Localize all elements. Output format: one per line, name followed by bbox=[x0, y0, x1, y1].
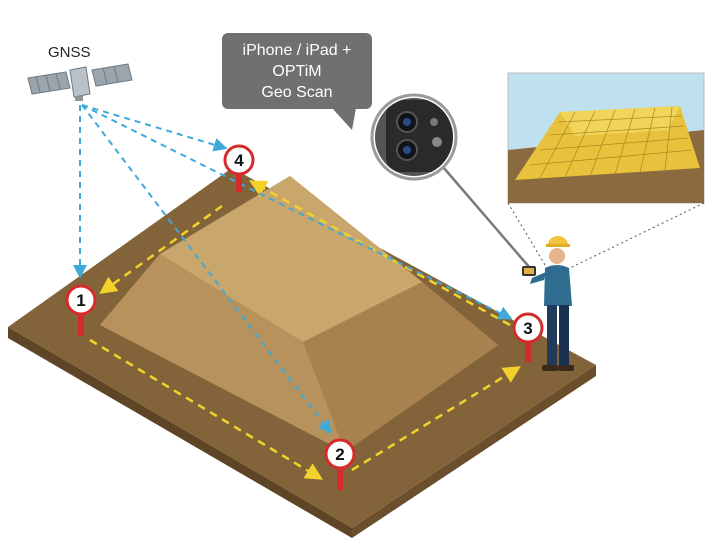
marker-number: 3 bbox=[523, 319, 532, 338]
marker-number: 2 bbox=[335, 445, 344, 464]
bubble-line-2: OPTiM bbox=[272, 63, 321, 80]
marker-3: 3 bbox=[512, 312, 544, 362]
scan-mesh-inset bbox=[507, 72, 705, 271]
gnss-signals bbox=[73, 104, 513, 435]
bubble-line-3: Geo Scan bbox=[261, 84, 332, 101]
marker-1: 1 bbox=[65, 284, 97, 336]
satellite-icon bbox=[27, 63, 133, 101]
marker-2: 2 bbox=[324, 438, 356, 490]
surveyor-figure-icon bbox=[522, 236, 574, 371]
gnss-label: GNSS bbox=[48, 44, 91, 61]
earth-mound bbox=[100, 176, 498, 452]
marker-4: 4 bbox=[223, 144, 255, 192]
marker-number: 1 bbox=[76, 291, 85, 310]
bubble-line-1: iPhone / iPad + bbox=[243, 42, 352, 59]
device-bubble: iPhone / iPad + OPTiM Geo Scan bbox=[222, 33, 372, 130]
camera-module-icon bbox=[370, 93, 531, 269]
marker-number: 4 bbox=[234, 151, 244, 170]
